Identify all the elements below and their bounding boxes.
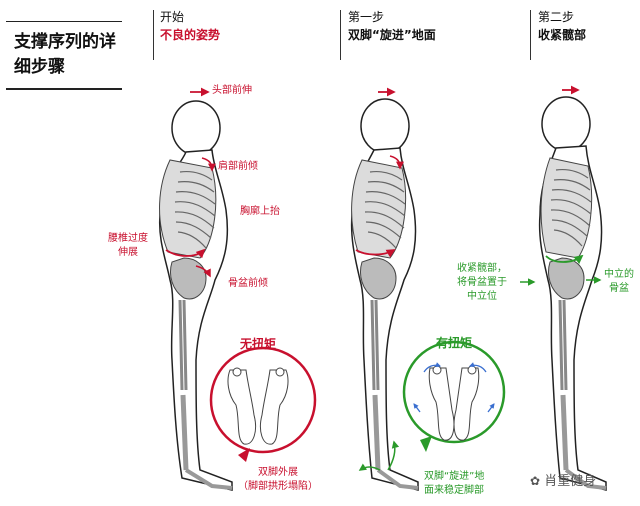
figure-3-body <box>538 96 607 491</box>
page-title: 支撑序列的详细步骤 <box>14 32 116 77</box>
label-feet-out-line2: （脚部拱形塌陷） <box>238 481 318 492</box>
label-pelvis-tilt: 骨盆前倾 <box>228 278 268 289</box>
column-divider-1 <box>153 10 154 60</box>
column-2-subheading: 双脚“旋进”地面 <box>348 28 436 42</box>
figure-2-feet-circle <box>402 340 506 452</box>
label-neutral-pelvis-line2: 骨盆 <box>609 283 629 294</box>
column-2-heading: 第一步 <box>348 10 385 24</box>
column-3-subheading: 收紧髋部 <box>538 28 587 42</box>
label-squeeze-hips-line1: 收紧髋部， <box>457 263 507 274</box>
column-1-subheading: 不良的姿势 <box>160 28 221 42</box>
figure-3-arrows <box>520 85 602 286</box>
title-top-rule <box>6 21 122 22</box>
figure-2-body <box>350 98 419 491</box>
figure-1-feet-circle <box>209 346 317 462</box>
figure-2-arrows <box>355 87 404 471</box>
watermark-text: 肖重健身 <box>544 474 597 489</box>
column-divider-3 <box>530 10 531 60</box>
column-divider-2 <box>340 10 341 60</box>
label-feet-out-line1: 双脚外展 <box>258 467 298 478</box>
label-with-torque: 有扭矩 <box>436 336 473 350</box>
label-neutral-pelvis-line1: 中立的 <box>604 269 634 280</box>
label-no-torque: 无扭矩 <box>240 337 277 351</box>
wechat-icon: ✿ <box>530 474 541 488</box>
column-3-heading: 第二步 <box>538 10 575 24</box>
watermark: ✿ 肖重健身 <box>530 470 596 489</box>
label-lumbar-line1: 腰椎过度 <box>108 233 148 244</box>
label-screw-feet-line1: 双脚“旋进”地 <box>424 471 485 482</box>
label-shoulder-forward: 肩部前倾 <box>218 161 258 172</box>
figure-1-body <box>158 100 233 491</box>
label-lumbar-line2: 伸展 <box>118 247 138 258</box>
title-bottom-rule <box>6 88 122 90</box>
column-1-heading: 开始 <box>160 10 185 24</box>
label-screw-feet-line2: 面来稳定脚部 <box>424 485 484 496</box>
label-head-forward: 头部前伸 <box>212 85 252 96</box>
label-squeeze-hips-line2: 将骨盆置于 <box>457 277 507 288</box>
label-rib-raised: 胸廓上抬 <box>240 206 280 217</box>
label-squeeze-hips-line3: 中立位 <box>467 291 497 302</box>
figure-1-arrows <box>165 87 216 278</box>
